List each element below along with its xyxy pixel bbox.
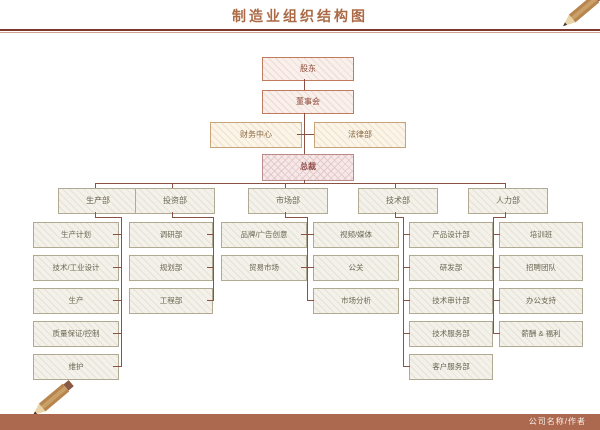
connector-line [207, 267, 213, 268]
connector-line [494, 300, 500, 301]
connector-line [403, 217, 404, 367]
org-node-marketing-child: 品牌/广告创意 [221, 222, 307, 248]
connector-line [305, 134, 314, 135]
connector-line [395, 217, 404, 218]
connector-line [207, 234, 213, 235]
org-node-shareholders: 股东 [262, 57, 354, 81]
org-node-president: 总裁 [262, 154, 354, 181]
org-node-legal-dept: 法律部 [314, 122, 406, 148]
connector-line [207, 300, 213, 301]
connector-line [494, 333, 500, 334]
org-node-technology-child: 客户服务部 [409, 354, 493, 380]
connector-line [113, 267, 121, 268]
org-node-technology-child: 产品设计部 [409, 222, 493, 248]
connector-line [95, 212, 96, 217]
org-node-board: 董事会 [262, 90, 354, 114]
org-node-hr-dept: 人力部 [468, 188, 548, 214]
connector-line [172, 217, 214, 218]
connector-line [308, 234, 314, 235]
header-rule-shadow [0, 32, 600, 33]
org-node-technology-child: 研发部 [409, 255, 493, 281]
connector-line [297, 134, 305, 135]
org-node-production-child: 质量保证/控制 [33, 321, 119, 347]
org-node-hr-child: 招聘团队 [499, 255, 583, 281]
connector-line [395, 183, 396, 188]
connector-line [95, 217, 122, 218]
connector-line [404, 366, 410, 367]
org-node-production-child: 生产计划 [33, 222, 119, 248]
connector-line [304, 113, 305, 154]
org-node-technology-child: 技术服务部 [409, 321, 493, 347]
org-node-technology-dept: 技术部 [358, 188, 438, 214]
connector-line [304, 79, 305, 90]
footer-credit: 公司名称/作者 [0, 414, 600, 430]
connector-line [113, 333, 121, 334]
connector-line [493, 217, 506, 218]
connector-line [213, 217, 214, 301]
connector-line [505, 212, 506, 217]
connector-line [113, 234, 121, 235]
org-node-hr-child: 办公支持 [499, 288, 583, 314]
connector-line [113, 300, 121, 301]
connector-line [493, 217, 494, 334]
connector-line [95, 183, 506, 184]
org-node-investment-child: 规划部 [129, 255, 213, 281]
org-node-marketing-child: 公关 [313, 255, 399, 281]
org-node-production-dept: 生产部 [58, 188, 138, 214]
connector-line [285, 183, 286, 188]
connector-line [121, 217, 122, 367]
connector-line [404, 300, 410, 301]
connector-line [505, 183, 506, 188]
connector-line [285, 217, 308, 218]
org-node-investment-child: 调研部 [129, 222, 213, 248]
connector-line [308, 300, 314, 301]
connector-line [404, 267, 410, 268]
connector-line [113, 366, 121, 367]
org-node-finance-center: 财务中心 [210, 122, 302, 148]
org-node-investment-dept: 投资部 [135, 188, 215, 214]
header-rule [0, 29, 600, 31]
org-node-investment-child: 工程部 [129, 288, 213, 314]
org-node-hr-child: 培训班 [499, 222, 583, 248]
connector-line [308, 267, 314, 268]
org-node-marketing-child: 视频/媒体 [313, 222, 399, 248]
org-node-production-child: 生产 [33, 288, 119, 314]
connector-line [95, 183, 96, 188]
connector-line [404, 333, 410, 334]
connector-line [395, 212, 396, 217]
page-title: 制造业组织结构图 [232, 8, 368, 24]
connector-line [172, 212, 173, 217]
connector-line [307, 217, 308, 301]
connector-line [285, 212, 286, 217]
connector-line [304, 180, 305, 184]
org-node-production-child: 技术/工业设计 [33, 255, 119, 281]
connector-line [494, 234, 500, 235]
connector-line [301, 234, 307, 235]
org-node-marketing-child: 市场分析 [313, 288, 399, 314]
org-node-hr-child: 薪酬 & 福利 [499, 321, 583, 347]
connector-line [301, 267, 307, 268]
org-node-marketing-dept: 市场部 [248, 188, 328, 214]
connector-line [172, 183, 173, 188]
org-node-marketing-child: 贸易市场 [221, 255, 307, 281]
org-node-technology-child: 技术审计部 [409, 288, 493, 314]
org-node-production-child: 维护 [33, 354, 119, 380]
connector-line [404, 234, 410, 235]
connector-line [494, 267, 500, 268]
